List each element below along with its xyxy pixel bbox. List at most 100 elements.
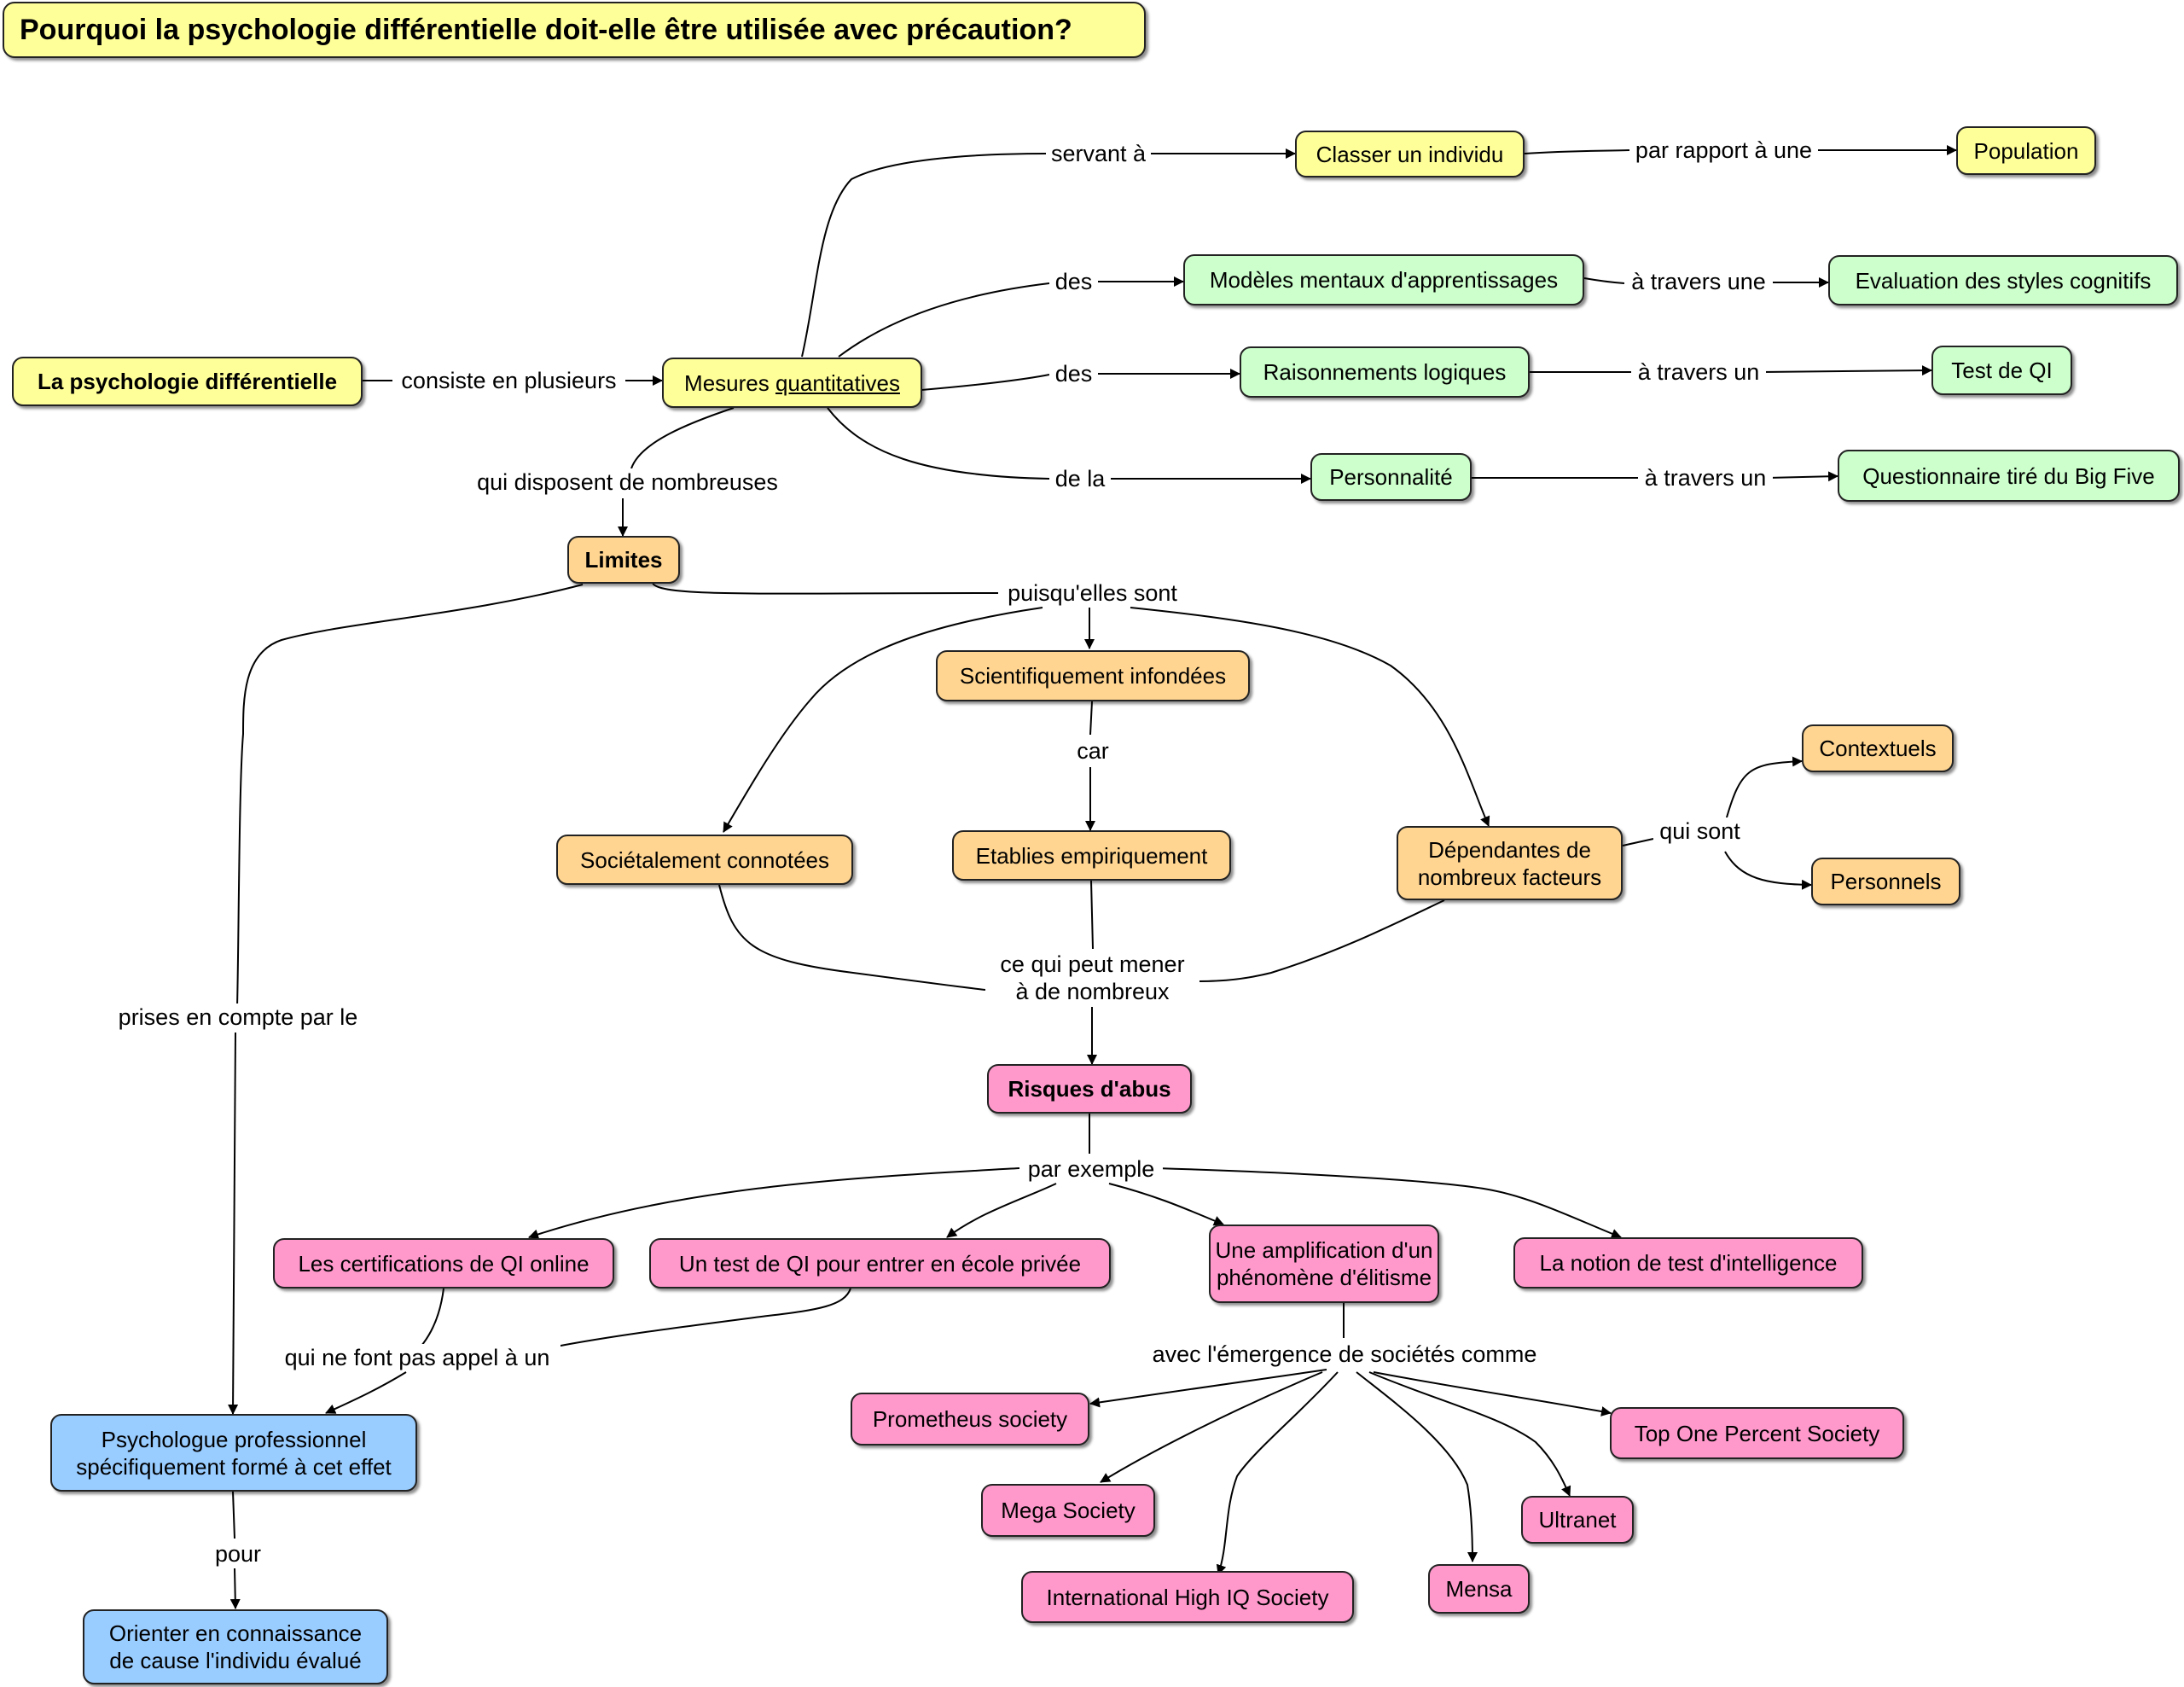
- node-questionnaire-big-five[interactable]: Questionnaire tiré du Big Five: [1838, 450, 2180, 502]
- edge-modeles-atu: [1583, 277, 1625, 284]
- node-prometheus-society[interactable]: Prometheus society: [851, 1393, 1089, 1446]
- link-label-qui-ne-font: qui ne font pas appel à un: [274, 1344, 561, 1371]
- link-label-ce-qui-peut-mener: ce qui peut mener à de nombreux: [985, 951, 1199, 1005]
- edge-etablies-cequi: [1090, 880, 1094, 950]
- node-label: Population: [1973, 137, 2079, 164]
- edge-pe-notion: [1155, 1167, 1622, 1239]
- edge-qui-sont-personnels: [1724, 851, 1812, 890]
- edge-pe-certifications: [528, 1167, 1020, 1240]
- edge-avec-ultranet: [1368, 1371, 1571, 1497]
- node-label: Mega Society: [1001, 1498, 1136, 1523]
- node-test-de-qi[interactable]: Test de QI: [1931, 346, 2072, 395]
- node-modeles-mentaux[interactable]: Modèles mentaux d'apprentissages: [1183, 254, 1584, 305]
- node-personnalite[interactable]: Personnalité: [1310, 453, 1472, 501]
- node-dependantes-facteurs[interactable]: Dépendantes de nombreux facteurs: [1397, 826, 1623, 900]
- edge-avec-prometheus: [1089, 1369, 1327, 1408]
- node-label: Evaluation des styles cognitifs: [1855, 267, 2152, 294]
- node-label: La psychologie différentielle: [37, 369, 338, 394]
- node-personnels[interactable]: Personnels: [1811, 858, 1960, 905]
- edge-dependantes-qui-sont: [1622, 838, 1654, 846]
- node-certifications-qi[interactable]: Les certifications de QI online: [273, 1238, 614, 1289]
- node-label-line1: Orienter en connaissance: [108, 1620, 363, 1646]
- node-raisonnements-logiques[interactable]: Raisonnements logiques: [1240, 346, 1530, 398]
- node-mesures-quantitatives[interactable]: Mesures quantitatives: [662, 358, 922, 408]
- edge-psychologue-pour: [232, 1491, 235, 1539]
- node-etablies-empiriquement[interactable]: Etablies empiriquement: [952, 830, 1231, 881]
- node-label: Un test de QI pour entrer en école privé…: [678, 1250, 1082, 1277]
- node-label: La notion de test d'intelligence: [1539, 1250, 1838, 1276]
- link-label-line2: à de nombreux: [1015, 979, 1170, 1004]
- node-risques-abus[interactable]: Risques d'abus: [987, 1064, 1192, 1114]
- node-label: Top One Percent Society: [1634, 1420, 1880, 1446]
- node-label: Mensa: [1445, 1576, 1513, 1602]
- link-label-servant: servant à: [1046, 140, 1151, 167]
- node-label: Modèles mentaux d'apprentissages: [1209, 267, 1559, 293]
- edge-pe-test-ecole: [946, 1183, 1057, 1238]
- node-psychologue-professionnel[interactable]: Psychologue professionnel spécifiquement…: [50, 1414, 417, 1492]
- node-label-line2: phénomène d'élitisme: [1216, 1265, 1432, 1290]
- node-label: Raisonnements logiques: [1263, 359, 1507, 385]
- node-label-line2: nombreux facteurs: [1417, 864, 1602, 890]
- link-label-puisqu: puisqu'elles sont: [998, 579, 1187, 607]
- node-label: Classer un individu: [1316, 141, 1504, 167]
- node-label-line1: Psychologue professionnel: [101, 1426, 367, 1452]
- edge-societalement-cequi: [718, 884, 986, 991]
- node-test-qi-ecole[interactable]: Un test de QI pour entrer en école privé…: [649, 1238, 1111, 1289]
- title-text: Pourquoi la psychologie différentielle d…: [20, 14, 1072, 46]
- node-ultranet[interactable]: Ultranet: [1521, 1496, 1634, 1544]
- node-population[interactable]: Population: [1956, 126, 2096, 175]
- link-label-des-1: des: [1049, 268, 1098, 295]
- node-label: Ultranet: [1538, 1507, 1617, 1533]
- link-label-a-travers-un-2: à travers un: [1638, 464, 1773, 492]
- edge-mesures-des2: [921, 374, 1050, 391]
- edge-qnf-psychologue: [325, 1371, 407, 1414]
- node-top-one-percent-society[interactable]: Top One Percent Society: [1610, 1407, 1904, 1459]
- link-label-par-exemple: par exemple: [1019, 1155, 1163, 1183]
- link-label-a-travers-une: à travers une: [1624, 268, 1773, 295]
- node-mensa[interactable]: Mensa: [1428, 1564, 1530, 1614]
- node-label: Etablies empiriquement: [975, 842, 1208, 869]
- page-title: Pourquoi la psychologie différentielle d…: [3, 2, 1146, 58]
- node-evaluation-styles[interactable]: Evaluation des styles cognitifs: [1828, 255, 2178, 305]
- node-label: Risques d'abus: [1008, 1076, 1171, 1102]
- edge-avec-mega: [1100, 1371, 1323, 1483]
- node-label: Scientifiquement infondées: [959, 663, 1227, 689]
- node-amplification-elitisme[interactable]: Une amplification d'un phénomène d'éliti…: [1209, 1225, 1439, 1303]
- link-label-de-la: de la: [1049, 465, 1111, 492]
- edge-prises-psychologue: [228, 1032, 239, 1415]
- node-label: Contextuels: [1819, 736, 1937, 761]
- node-label: Personnels: [1830, 869, 1942, 894]
- node-societalement-connotees[interactable]: Sociétalement connotées: [556, 835, 853, 885]
- node-label: International High IQ Society: [1046, 1584, 1329, 1610]
- link-label-qui-sont: qui sont: [1653, 817, 1746, 845]
- edge-scientifiquement-car: [1089, 701, 1093, 736]
- node-psychologie-differentielle[interactable]: La psychologie différentielle: [12, 357, 363, 406]
- node-international-high-iq-society[interactable]: International High IQ Society: [1021, 1571, 1354, 1623]
- node-contextuels[interactable]: Contextuels: [1802, 724, 1954, 772]
- node-scientifiquement-infondees[interactable]: Scientifiquement infondées: [936, 650, 1250, 701]
- edge-limites-prises: [236, 584, 584, 1008]
- node-limites[interactable]: Limites: [567, 536, 680, 584]
- node-label: Test de QI: [1951, 358, 2053, 383]
- node-classer-individu[interactable]: Classer un individu: [1295, 131, 1525, 177]
- edge-dependantes-cequi: [1194, 899, 1445, 982]
- link-label-consiste: consiste en plusieurs: [392, 367, 625, 394]
- edge-avec-top-one: [1373, 1371, 1612, 1416]
- edge-avec-ihiq: [1216, 1371, 1339, 1575]
- node-label-line2: spécifiquement formé à cet effet: [76, 1453, 392, 1480]
- node-label: Questionnaire tiré du Big Five: [1862, 462, 2155, 489]
- link-label-prises-en-compte: prises en compte par le: [109, 1003, 367, 1031]
- node-mega-society[interactable]: Mega Society: [981, 1484, 1155, 1537]
- link-label-car: car: [1069, 737, 1117, 765]
- edge-puisqu-dependantes: [1130, 607, 1490, 827]
- edge-puisqu-societalement: [723, 607, 1043, 833]
- node-notion-test-intelligence[interactable]: La notion de test d'intelligence: [1513, 1237, 1863, 1289]
- node-label: Prometheus society: [872, 1406, 1068, 1432]
- edge-avec-mensa: [1356, 1371, 1478, 1562]
- link-label-des-2: des: [1049, 360, 1098, 387]
- node-orienter-individu[interactable]: Orienter en connaissance de cause l'indi…: [83, 1609, 388, 1684]
- link-label-avec-emergence: avec l'émergence de sociétés comme: [1137, 1341, 1552, 1368]
- edge-limites-puisqu: [652, 582, 999, 595]
